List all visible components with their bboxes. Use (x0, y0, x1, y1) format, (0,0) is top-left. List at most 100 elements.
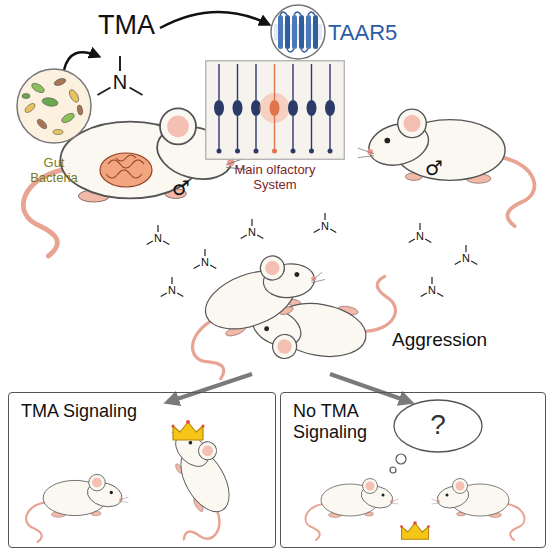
crown-body (173, 422, 203, 440)
mouse-tail (508, 504, 525, 540)
neuron-knob (291, 149, 296, 154)
mouse-ear (89, 474, 106, 491)
receptor-helix (306, 15, 311, 49)
neuron-soma (325, 100, 335, 116)
mouse-whiskers (358, 148, 374, 158)
confused-mouse (306, 479, 399, 541)
question-mark: ? (393, 409, 483, 441)
receptor-label: TAAR5 (328, 20, 397, 45)
mouse-ear (257, 253, 288, 284)
binding-arrow (160, 12, 268, 28)
mouse-whiskers (119, 497, 128, 503)
mouse-eye (294, 271, 300, 277)
methyl-bond (157, 225, 158, 232)
bacteria-circle: Gut Bacteria (8, 66, 100, 190)
mouse-eye (384, 138, 390, 144)
neuron-axon (292, 64, 293, 100)
behavior-label: Aggression (392, 330, 487, 349)
confused-mouse (432, 479, 525, 541)
methyl-bond (119, 56, 121, 71)
atom-symbol: N (168, 285, 176, 296)
methyl-bond (419, 223, 420, 230)
receptor-helix (292, 15, 297, 49)
fighting-mouse (171, 241, 344, 384)
crown-body (402, 523, 429, 539)
outcome-arrow (330, 374, 410, 402)
mouse-whiskers (310, 272, 326, 284)
methyl-bond (163, 241, 169, 245)
methyl-bond (330, 229, 336, 233)
mouse-ear-inner (403, 115, 420, 132)
receptor-helix (313, 15, 318, 49)
neuron-knob (272, 149, 277, 154)
mouse-tail (185, 321, 230, 384)
mouse-eye (382, 494, 385, 497)
methyl-bond (257, 235, 263, 239)
mouse-ear-inner (456, 482, 465, 491)
neuron-axon (255, 64, 256, 100)
gut-coils (106, 155, 144, 178)
crown-jewel (171, 424, 174, 427)
production-arrow (64, 52, 98, 70)
mouse-tail (26, 502, 45, 542)
mouse-ear-inner (276, 338, 293, 355)
mouse-eye (188, 440, 193, 445)
mouse-eye (110, 491, 113, 494)
methyl-bond (171, 277, 172, 284)
crown-jewel (400, 525, 403, 528)
neuron-dendrite (255, 116, 256, 150)
neuron-knob (254, 149, 259, 154)
atom-symbol: N (321, 221, 329, 232)
bacterium (36, 118, 49, 131)
receptor-helix (299, 15, 304, 49)
methyl-bond (324, 213, 325, 220)
neuron-dendrite (274, 116, 275, 150)
methyl-bond (97, 88, 110, 96)
methyl-bond (425, 239, 431, 243)
molecule-bonds (97, 56, 477, 297)
methyl-bond (455, 261, 461, 265)
bacterium (60, 111, 76, 124)
mice-layer (23, 108, 534, 550)
neuron-soma (233, 100, 243, 116)
mouse-ear (271, 333, 299, 361)
methyl-bond (465, 245, 466, 252)
bacterium (53, 130, 63, 135)
bacteria-disc (17, 69, 91, 143)
atom-symbol: N (113, 72, 127, 92)
mouse-eye (446, 494, 449, 497)
mouse-tail (306, 504, 323, 540)
mouse-ear-inner (200, 443, 215, 458)
sex-symbol: ♂ (425, 158, 443, 178)
neuron-dendrite (292, 116, 293, 150)
crown-jewel (201, 424, 204, 427)
mouse-tail (502, 158, 534, 226)
methyl-bond (421, 293, 427, 297)
outcome-box: No TMA Signaling? (280, 392, 546, 548)
bacteria-label: Gut Bacteria (22, 156, 86, 186)
methyl-bond (204, 249, 205, 256)
bacterium (41, 97, 58, 108)
receptor-helix (278, 15, 283, 49)
methyl-bond (147, 241, 153, 245)
bacterium (30, 81, 46, 94)
bacterium (67, 88, 80, 104)
box-heading: No TMA Signaling (293, 401, 389, 442)
neuron-dendrite (237, 116, 238, 150)
bacterium (22, 94, 30, 99)
neuron-soma (214, 100, 224, 116)
crown-jewel (186, 420, 190, 424)
mouse-ear (453, 479, 468, 494)
methyl-bond (161, 293, 167, 297)
neuron-axon (274, 64, 275, 100)
bubble-outline (394, 400, 482, 452)
methyl-bond (210, 265, 216, 269)
neuron-dendrite (329, 116, 330, 150)
inset-frame (206, 61, 345, 160)
receptor-loops (280, 12, 315, 52)
mouse-tail (364, 275, 401, 336)
mouse-ear (195, 439, 220, 464)
olfactory-inset: Main olfactory System (205, 60, 345, 198)
